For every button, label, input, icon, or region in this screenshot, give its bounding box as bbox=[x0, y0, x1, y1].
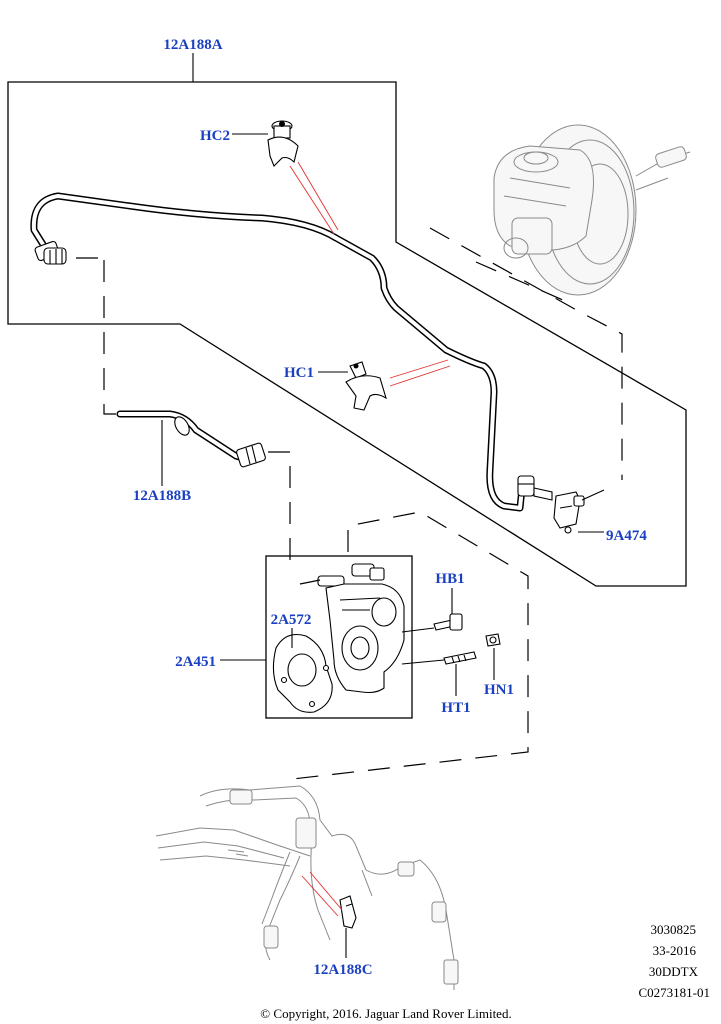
callout-2a572: 2A572 bbox=[271, 612, 312, 628]
callout-hn1: HN1 bbox=[484, 682, 514, 698]
hb1-mount-line bbox=[401, 627, 435, 633]
callout-hb1: HB1 bbox=[435, 571, 464, 587]
harness-clip-red-leader-2 bbox=[309, 871, 343, 911]
callout-12a188a: 12A188A bbox=[163, 37, 222, 53]
reference-line-1: 3030825 bbox=[651, 922, 697, 937]
callout-hc2: HC2 bbox=[200, 128, 230, 144]
callout-hc1: HC1 bbox=[284, 365, 314, 381]
hc2-red-leader-1 bbox=[289, 165, 335, 235]
engine-harness-ghost bbox=[155, 785, 459, 990]
secondary-hose-dash bbox=[268, 451, 291, 560]
hose-assembly-frame bbox=[7, 81, 687, 587]
secondary-hose-part bbox=[116, 410, 266, 468]
hc1-red-leader-1 bbox=[389, 359, 449, 379]
hc1-red-leader-2 bbox=[389, 365, 451, 387]
vacuum-pump-part bbox=[317, 563, 405, 694]
harness-clip-red-leader-1 bbox=[301, 875, 339, 917]
clip-hc2-part bbox=[267, 120, 299, 167]
pump-detail-frame bbox=[265, 555, 413, 719]
reference-line-2: 33-2016 bbox=[653, 943, 697, 958]
callout-2a451: 2A451 bbox=[175, 654, 216, 670]
booster-projection-dash-1 bbox=[429, 227, 623, 480]
callout-9a474: 9A474 bbox=[606, 528, 647, 544]
booster-projection-dash-2 bbox=[475, 261, 573, 305]
gasket-part bbox=[272, 633, 333, 713]
bolt-hb1-part bbox=[433, 613, 463, 631]
reference-line-4: C0273181-01 bbox=[639, 985, 711, 1000]
ht1-mount-line bbox=[401, 659, 445, 665]
nut-hn1-part bbox=[485, 633, 501, 647]
hc2-red-leader-2 bbox=[297, 161, 339, 231]
brake-booster-ghost bbox=[493, 124, 691, 296]
clip-hc1-part bbox=[345, 361, 387, 411]
stud-ht1-part bbox=[443, 651, 477, 665]
pump-projection-line-a bbox=[299, 579, 321, 585]
main-vacuum-hose bbox=[30, 192, 535, 512]
callout-12a188c: 12A188C bbox=[313, 962, 372, 978]
sensor-leader-top bbox=[581, 489, 605, 501]
copyright-notice: © Copyright, 2016. Jaguar Land Rover Lim… bbox=[260, 1006, 511, 1021]
callout-12a188b: 12A188B bbox=[133, 488, 191, 504]
sensor-9a474-part bbox=[533, 487, 585, 534]
hose-end-dash-b bbox=[103, 260, 124, 415]
reference-line-3: 30DDTX bbox=[649, 964, 699, 979]
callout-ht1: HT1 bbox=[441, 700, 470, 716]
pump-projection-dash bbox=[283, 511, 529, 781]
harness-clip-part bbox=[339, 895, 357, 929]
